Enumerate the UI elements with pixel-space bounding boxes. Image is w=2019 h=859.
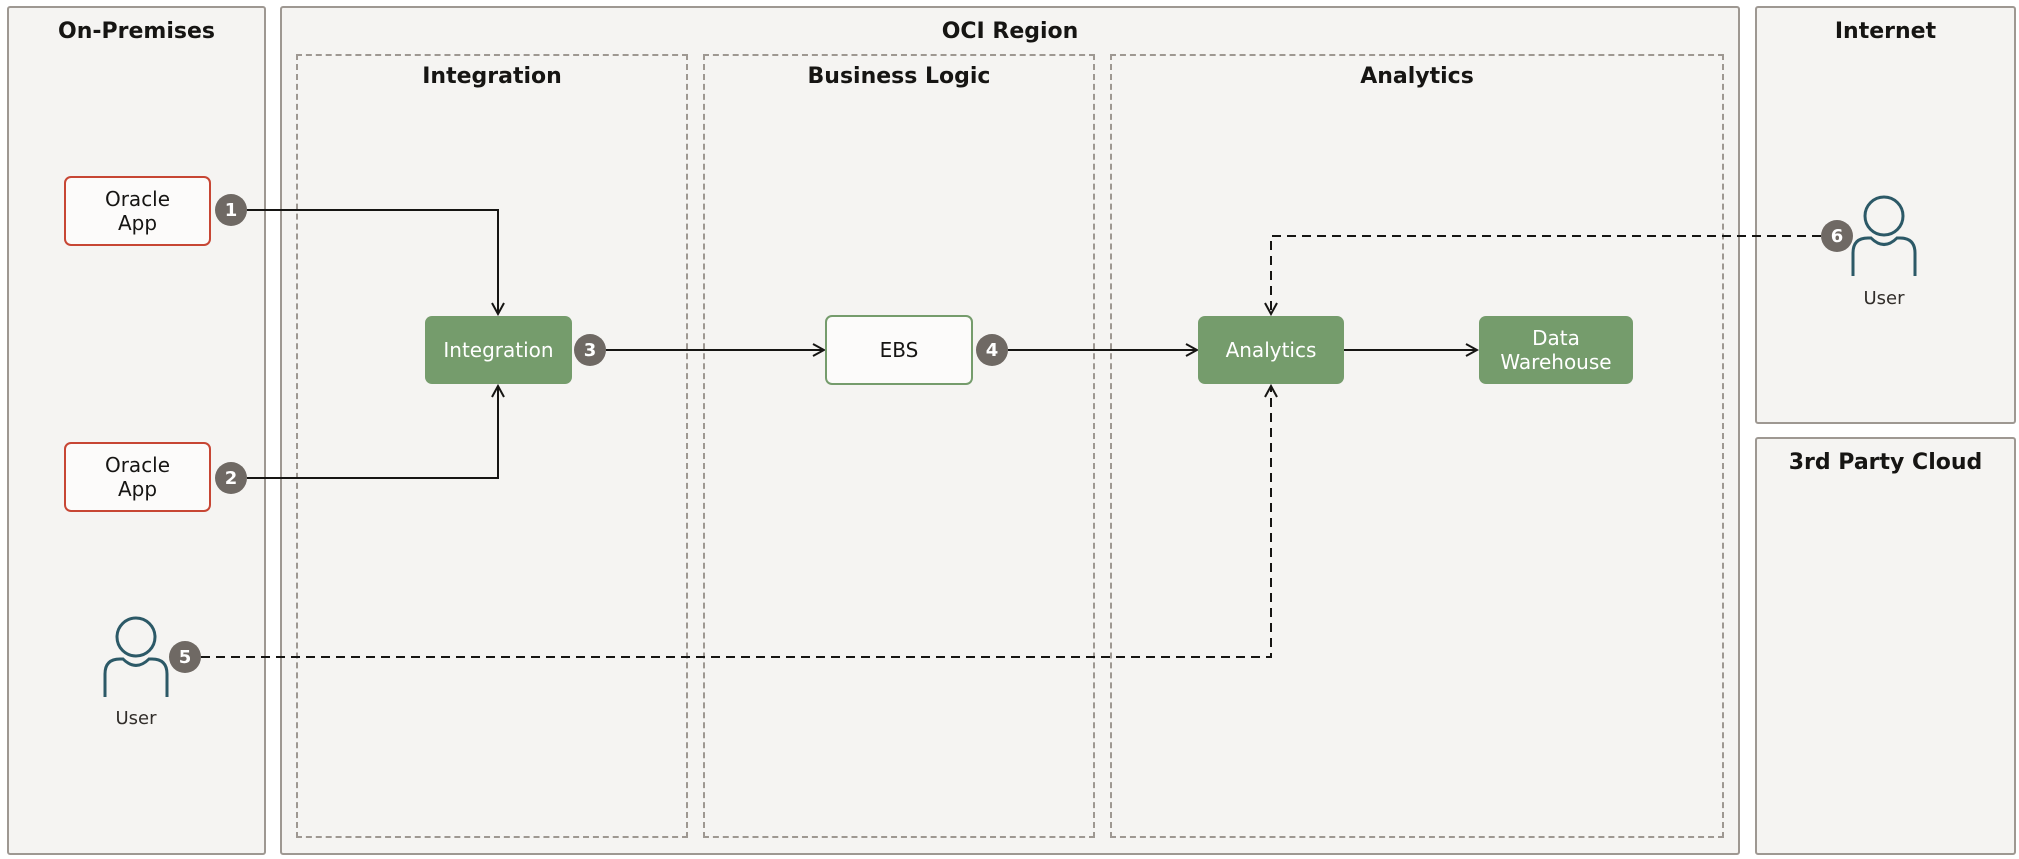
connector-6: [1271, 235, 1821, 314]
oci-region-title: OCI Region: [941, 19, 1079, 44]
data-warehouse-service[interactable]: Data Warehouse: [1479, 316, 1633, 384]
integration-subregion-title: Integration: [422, 64, 562, 89]
analytics-subregion: Analytics: [1110, 54, 1724, 838]
integration-subregion: Integration: [296, 54, 688, 838]
oracle-app-2[interactable]: Oracle App: [64, 442, 211, 512]
integration-service[interactable]: Integration: [425, 316, 572, 384]
on-prem-user-label: User: [115, 708, 157, 729]
on-premises-region: On-Premises: [7, 6, 266, 855]
step-badge-6: 6: [1821, 220, 1853, 252]
connector-5: [201, 386, 1271, 658]
connector-2: [247, 386, 498, 479]
step-badge-4: 4: [976, 334, 1008, 366]
business-logic-subregion-title: Business Logic: [807, 64, 991, 89]
step-badge-3: 3: [574, 334, 606, 366]
ebs-service[interactable]: EBS: [825, 315, 973, 385]
connector-1: [247, 209, 498, 314]
third-party-cloud-title: 3rd Party Cloud: [1788, 450, 1983, 475]
step-badge-5: 5: [169, 641, 201, 673]
oracle-app-1[interactable]: Oracle App: [64, 176, 211, 246]
analytics-service[interactable]: Analytics: [1198, 316, 1344, 384]
step-badge-2: 2: [215, 462, 247, 494]
oci-region: OCI Region: [280, 6, 1740, 855]
internet-title: Internet: [1834, 19, 1937, 44]
business-logic-subregion: Business Logic: [703, 54, 1095, 838]
analytics-subregion-title: Analytics: [1360, 64, 1474, 89]
step-badge-1: 1: [215, 194, 247, 226]
on-premises-title: On-Premises: [58, 19, 215, 44]
internet-user-label: User: [1863, 288, 1905, 309]
third-party-cloud-region: 3rd Party Cloud: [1755, 437, 2016, 855]
